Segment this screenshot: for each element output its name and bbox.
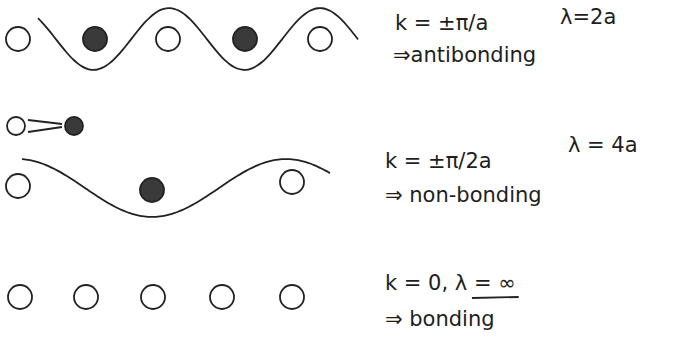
filled-atom	[233, 27, 257, 51]
atom-row-nonbonding	[6, 170, 304, 202]
underline	[472, 297, 519, 298]
formula-label: ⇒antibonding	[393, 44, 536, 67]
phase-mark	[28, 120, 62, 132]
filled-atom	[65, 117, 83, 135]
open-atom	[210, 285, 234, 309]
filled-atom	[140, 178, 164, 202]
open-atom	[280, 285, 304, 309]
formula-label: k = ±π/a	[395, 12, 488, 35]
open-atom	[7, 117, 25, 135]
filled-atom	[83, 27, 107, 51]
formula-label: ⇒ non-bonding	[385, 184, 542, 207]
phase-sign-symbol	[7, 117, 83, 135]
open-atom	[141, 285, 165, 309]
wave-line	[38, 8, 358, 70]
open-atom	[156, 27, 180, 51]
open-atom	[74, 285, 98, 309]
open-atom	[308, 27, 332, 51]
open-atom	[8, 285, 32, 309]
open-atom	[6, 27, 30, 51]
wave-lines	[22, 8, 358, 217]
open-atom	[6, 174, 30, 198]
atom-row-bonding	[8, 285, 304, 309]
formula-label: λ = 4a	[568, 134, 638, 157]
formula-label: k = 0, λ = ∞	[385, 272, 516, 295]
formula-label: λ=2a	[560, 6, 616, 29]
wave-line	[22, 159, 330, 217]
formula-label: ⇒ bonding	[385, 308, 495, 331]
formula-label: k = ±π/2a	[385, 150, 492, 173]
text-marks	[472, 297, 519, 298]
open-atom	[280, 170, 304, 194]
